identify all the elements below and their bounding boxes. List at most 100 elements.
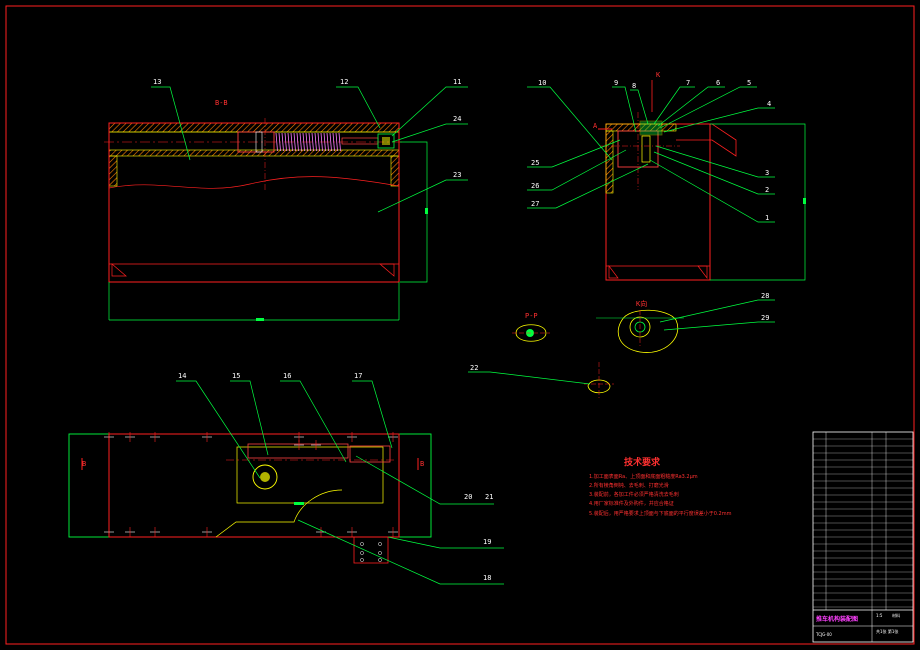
part-label-22: 22	[470, 364, 478, 372]
leader-10	[527, 86, 613, 161]
spring-coil	[299, 132, 302, 152]
plan-wheel-hub	[260, 472, 270, 482]
part-label-7: 7	[686, 79, 690, 87]
leader-25	[527, 139, 621, 168]
leader-7	[653, 86, 695, 125]
bracket-holes	[360, 542, 382, 562]
side-bracket	[639, 120, 663, 136]
part-label-13: 13	[153, 78, 161, 86]
spring-coil	[284, 132, 287, 152]
leader-4	[663, 107, 775, 133]
spring-coil	[287, 132, 290, 152]
piston-rod	[341, 137, 379, 145]
plan-guide	[215, 489, 343, 538]
detail-views: P-P K向 28 29 22	[468, 292, 775, 398]
plan-rod-end	[349, 445, 391, 463]
k-view-outline	[617, 309, 679, 353]
drawing-sheet: 共1张 第1张	[876, 628, 898, 634]
plan-wheel	[252, 464, 278, 490]
left-foot	[111, 263, 127, 277]
leader-2	[653, 151, 775, 195]
tech-req-title: 技术要求	[624, 456, 661, 468]
part-label-5: 5	[747, 79, 751, 87]
bracket-hole	[378, 558, 382, 562]
part-label-11: 11	[453, 78, 461, 86]
plan-view: B B 14 15 16 17 20 21 19 18	[68, 372, 504, 585]
technical-requirements: 技术要求 1.加工面表面Ra、上顶面和底面粗糙度Ra3.2μm 2.所有棱角倒钝…	[589, 456, 732, 517]
part-label-18: 18	[483, 574, 491, 582]
part-label-21: 21	[485, 493, 493, 501]
part-label-1: 1	[765, 214, 769, 222]
side-left-foot	[608, 264, 619, 279]
right-end-block	[390, 155, 400, 187]
view-title-k: K向	[636, 299, 647, 308]
bracket-hole	[360, 558, 364, 562]
plan-bolt-holes	[104, 432, 398, 537]
dimension-right	[400, 141, 428, 283]
spring-coil	[332, 132, 335, 152]
leader-11	[391, 86, 468, 137]
part-label-28: 28	[761, 292, 769, 300]
leader-6	[657, 86, 725, 127]
leader-5	[659, 86, 757, 129]
spring-coil	[329, 132, 332, 152]
leader-22	[468, 371, 591, 385]
rail-hatch	[108, 149, 400, 157]
spring-coil	[338, 132, 341, 152]
dimension-text-mark-b	[425, 208, 428, 214]
part-label-12: 12	[340, 78, 348, 86]
side-arm	[676, 123, 737, 157]
left-end-block	[108, 155, 118, 187]
leader-3	[655, 145, 775, 178]
section-title-p-p: P-P	[525, 312, 538, 320]
part-label-3: 3	[765, 169, 769, 177]
rod-end-fitting	[382, 137, 390, 145]
section-b-b-view: 13 12 11 24 23 B-B	[104, 78, 468, 321]
spring-coil	[314, 132, 317, 152]
part-label-20: 20	[464, 493, 472, 501]
bracket-hole	[360, 542, 364, 546]
drawing-material-label: 材料	[892, 612, 900, 618]
spring-coil	[290, 132, 293, 152]
p-p-outline	[515, 324, 547, 342]
part-label-27: 27	[531, 200, 539, 208]
section-title-b-b: B-B	[215, 99, 228, 107]
part-label-26: 26	[531, 182, 539, 190]
spring-coil	[311, 132, 314, 152]
spring-coil	[335, 132, 338, 152]
tech-req-line-3: 3.装配前，各加工件必须严格清洗去毛刺	[589, 491, 679, 498]
side-left-wall	[605, 130, 614, 194]
drawing-title: 推车机构装配图	[816, 615, 858, 623]
part-label-9: 9	[614, 79, 618, 87]
cylinder-cap	[255, 131, 263, 153]
tech-req-line-4: 4.用厂家标准件及外购件，并应合格证	[589, 500, 674, 507]
part-label-23: 23	[453, 171, 461, 179]
part-label-4: 4	[767, 100, 771, 108]
bracket-hole	[378, 551, 382, 555]
side-pin	[641, 135, 651, 163]
drawing-scale: 1:5	[876, 613, 883, 618]
spring-coil	[305, 132, 308, 152]
spring-coil	[296, 132, 299, 152]
plan-dim-mark	[294, 502, 304, 505]
spring-coil	[317, 132, 320, 152]
leader-23	[377, 179, 468, 213]
part-label-6: 6	[716, 79, 720, 87]
dimension-text-mark	[256, 318, 264, 321]
spring-coil	[326, 132, 329, 152]
spring-coil	[302, 132, 305, 152]
tech-req-line-5: 5.装配后，用严格要求上顶面与下底面的平行度误差小于0.2mm	[589, 510, 732, 517]
tech-req-line-1: 1.加工面表面Ra、上顶面和底面粗糙度Ra3.2μm	[589, 473, 698, 480]
leader-1	[649, 159, 775, 223]
break-line	[108, 176, 400, 189]
section-label-b-left: B	[82, 460, 86, 468]
spring-coil	[308, 132, 311, 152]
leader-15	[230, 380, 269, 456]
leader-18	[297, 519, 504, 585]
leader-24	[391, 123, 468, 143]
spring-coil	[323, 132, 326, 152]
side-dimension	[710, 123, 806, 281]
spring-coil	[320, 132, 323, 152]
side-view: A K 10 9 8 7 6 5 4 3 2 1 25 26 27	[527, 71, 806, 281]
part-label-16: 16	[283, 372, 291, 380]
